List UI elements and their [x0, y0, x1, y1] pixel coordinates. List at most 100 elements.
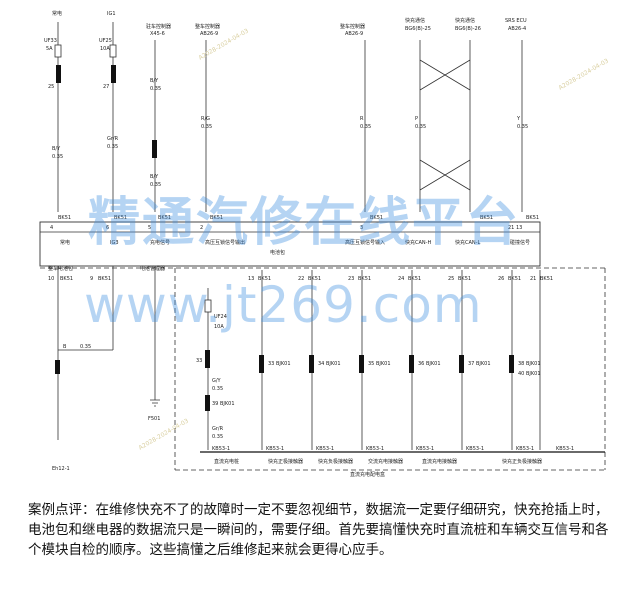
ground-label: B [63, 344, 67, 350]
bottom-pin: KB53-1 [316, 446, 334, 452]
relay-columns: 33 BJK01 34 BJK01 35 BJK01 36 BJK01 37 B… [212, 270, 541, 450]
bottom-label: 交流充电接触器 [368, 458, 403, 465]
bottom-label: 快充正极接触器 [268, 458, 303, 465]
lower-pin: 9 [90, 276, 93, 282]
fuse-pin: 27 [103, 84, 109, 90]
wire-label: R/G [201, 116, 210, 122]
bottom-label: 快充负极接触器 [318, 458, 353, 465]
module-label: 碰撞信号 [510, 239, 530, 246]
bottom-label: 直流充电桩 [214, 458, 239, 465]
wire-label: G/Y [212, 378, 222, 384]
module-pin: 5 [148, 225, 151, 231]
wire-label: Gr/R [212, 426, 224, 432]
top-label: 常电 [52, 10, 62, 17]
top-label: 整车控制器 [195, 23, 220, 30]
top-label: 驻车控制器 [146, 23, 171, 30]
lower-pin: BK51 [408, 276, 421, 282]
ground-label: Eh12-1 [52, 466, 70, 472]
module-pin: 21 [508, 225, 514, 231]
bottom-label: 直流充电接触器 [422, 458, 457, 465]
connector-label: AB26-9 [200, 31, 218, 37]
distribution-box-boundary [40, 267, 606, 471]
wire-label: 0.35 [517, 124, 528, 130]
connector-label: BG6(B)-25 [405, 26, 431, 32]
lower-pin: BK51 [508, 276, 521, 282]
case-comment: 案例点评：在维修快充不了的故障时一定不要忽视细节，数据流一定要仔细研究，快充抢插… [28, 502, 609, 558]
module-label: IG3 [110, 240, 119, 246]
relay-row: 38 BJK01 [518, 361, 541, 367]
fuse-id: UF24 [214, 314, 227, 320]
lower-pin: 26 [498, 276, 504, 282]
fuse-id: UF33 [44, 38, 57, 44]
module-pin: 4 [50, 225, 53, 231]
module-name: 电池包 [270, 249, 285, 256]
fuse-rating: 10A [100, 46, 110, 52]
relay-row: 35 BJK01 [368, 361, 391, 367]
fuse-uf24: UF24 10A 33 G/Y 0.35 Gr/R 0.35 [196, 288, 227, 450]
bottom-pin: KB53-1 [556, 446, 574, 452]
module-pin: BK51 [114, 215, 127, 221]
lower-pin: 22 [298, 276, 304, 282]
lower-pin: BK51 [258, 276, 271, 282]
relay-row: 36 BJK01 [418, 361, 441, 367]
wire-label: B/Y [150, 78, 159, 84]
connector-labels: X45-6 AB26-9 AB26-9 BG6(B)-25 BG6(B)-26 … [150, 26, 526, 37]
connector-label: BG6(B)-26 [455, 26, 481, 32]
wire-label: 0.35 [415, 124, 426, 130]
faint-watermark: A2028-2024-04-03 [558, 57, 611, 91]
fuse-uf25: UF25 10A 27 [99, 22, 117, 212]
bottom-pin: KB53-1 [266, 446, 284, 452]
lower-pin: 21 [530, 276, 536, 282]
lower-pin: 25 [448, 276, 454, 282]
bottom-pin: KB53-1 [366, 446, 384, 452]
module-pin: BK51 [58, 215, 71, 221]
lower-module-label: 整车电池包 [48, 265, 73, 272]
lower-pin: 23 [348, 276, 354, 282]
lower-pin: BK51 [540, 276, 553, 282]
lower-pin: BK51 [308, 276, 321, 282]
wire-label: Gr/R [107, 136, 119, 142]
bottom-pin: KB53-1 [516, 446, 534, 452]
fuse-uf33: UF33 5A 25 [44, 22, 62, 212]
module-pin: BK51 [370, 215, 383, 221]
wire-label: 0.35 [212, 386, 223, 392]
ground-label: F501 [148, 416, 160, 422]
ground-branch: B 0.35 F501 Eh12-1 [52, 266, 160, 472]
wire-label: 0.35 [360, 124, 371, 130]
top-label: IG1 [107, 11, 116, 17]
module-pin: BK51 [526, 215, 539, 221]
lower-pin: 10 [48, 276, 54, 282]
lower-pin: 24 [398, 276, 404, 282]
wire-label: 0.35 [201, 124, 212, 130]
top-label: 快充通信 [405, 17, 425, 24]
bottom-pin: KB53-1 [466, 446, 484, 452]
feeder-wires [152, 40, 523, 212]
wiring-diagram: UF33 5A 25 UF25 10A 27 常电 IG1 驻车控制器 整车控制… [39, 10, 611, 478]
top-label: 快充通信 [455, 17, 475, 24]
relay-row: 40 BJK01 [518, 371, 541, 377]
ground-label: 0.35 [80, 344, 91, 350]
wire-label: 0.35 [150, 182, 161, 188]
connector-label: X45-6 [150, 31, 165, 37]
top-labels: 常电 IG1 驻车控制器 整车控制器 整车控制器 快充通信 快充通信 SRS E… [52, 10, 527, 30]
wire-label: 0.35 [52, 154, 63, 160]
top-label: 整车控制器 [340, 23, 365, 30]
fuse-rating: 5A [46, 46, 53, 52]
wire-label: P [415, 116, 418, 122]
lower-module-label: 电池管理器 [140, 265, 165, 272]
wire-label: 0.35 [107, 144, 118, 150]
watermark-chinese: 精通汽修在线平台 [88, 193, 520, 253]
module-pin: BK51 [480, 215, 493, 221]
relay-row: 34 BJK01 [318, 361, 341, 367]
module-pin: 3 [360, 225, 363, 231]
bottom-pin: KB53-1 [212, 446, 230, 452]
bottom-label: 快充正负极接触器 [502, 458, 542, 465]
fuse-rating: 10A [214, 324, 224, 330]
module-pin: BK51 [210, 215, 223, 221]
wire-label: B/Y [52, 146, 61, 152]
wire-labels: B/Y 0.35 R/G 0.35 Gr/R 0.35 B/Y 0.35 B/Y… [52, 78, 528, 188]
bottom-pin: KB53-1 [416, 446, 434, 452]
module-label: 快充CAN-H [405, 239, 431, 246]
lower-pin: BK51 [358, 276, 371, 282]
relay-row: 37 BJK01 [468, 361, 491, 367]
